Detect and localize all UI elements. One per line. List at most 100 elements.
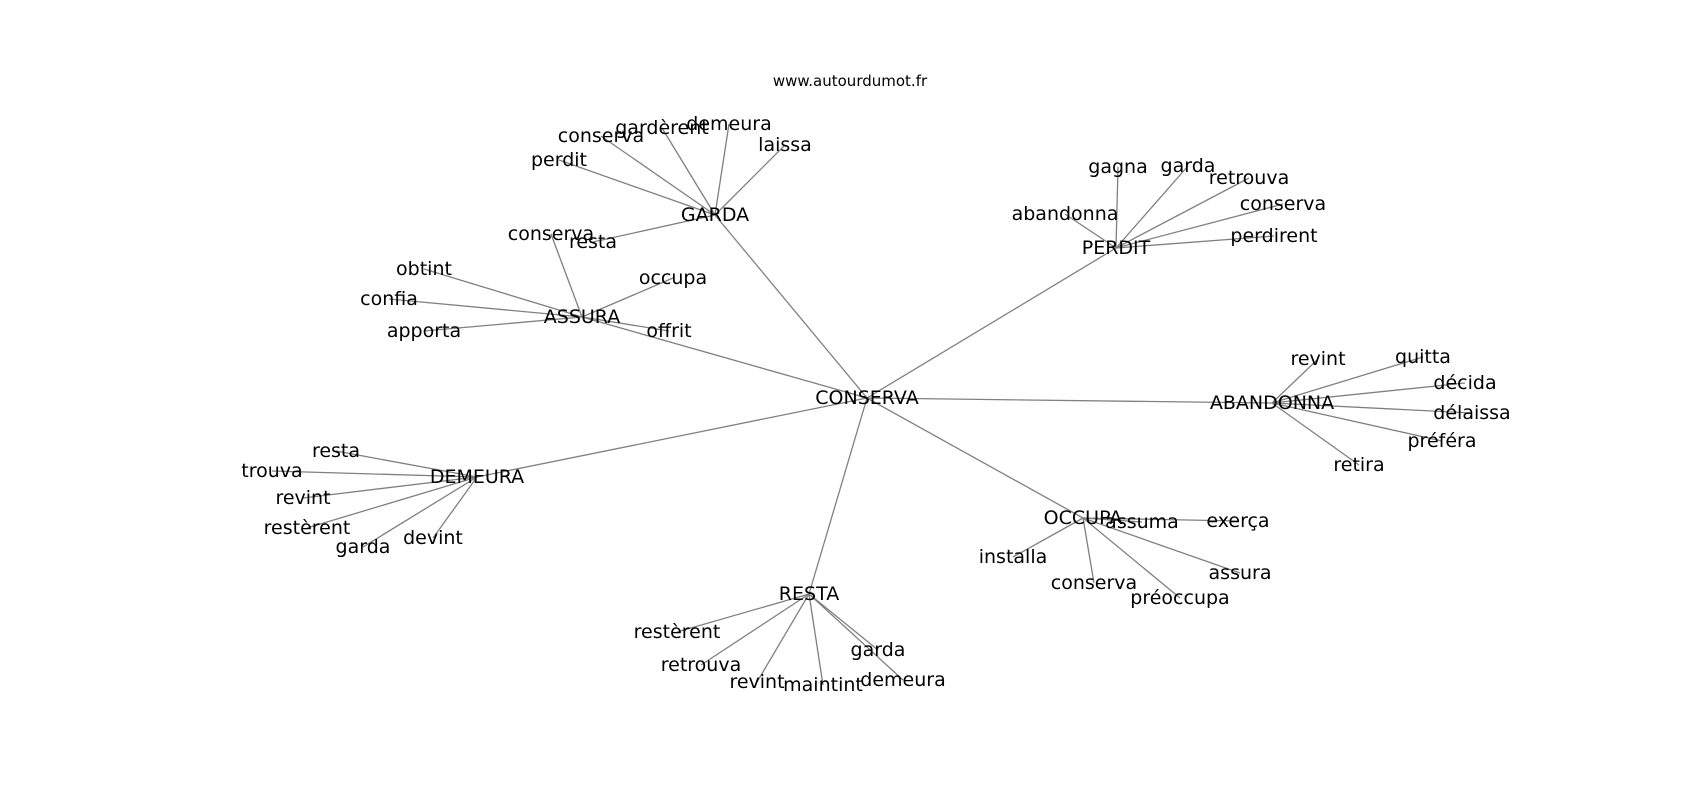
- edge-hub-leaf: [1082, 517, 1241, 574]
- edge-hub-leaf: [335, 450, 478, 478]
- edge-center-hub: [866, 397, 1084, 519]
- edge-hub-leaf: [1271, 356, 1424, 404]
- leaf-node-label: quitta: [1395, 346, 1451, 368]
- edge-hub-leaf: [388, 298, 583, 318]
- edge-hub-leaf: [1271, 382, 1466, 404]
- edge-center-hub: [866, 247, 1117, 399]
- leaf-node-label: gagna: [1088, 156, 1147, 178]
- leaf-node-label: conserva: [1051, 572, 1137, 594]
- edge-hub-leaf: [700, 593, 810, 666]
- edge-hub-leaf: [558, 159, 716, 216]
- leaf-node-label: assura: [1209, 562, 1272, 584]
- edge-hub-leaf: [1082, 517, 1239, 522]
- edge-hub-leaf: [1064, 213, 1117, 249]
- leaf-node-label: resta: [312, 440, 360, 462]
- leaf-node-label: occupa: [639, 267, 707, 289]
- edge-hub-leaf: [1271, 358, 1319, 404]
- leaf-node-label: abandonna: [1012, 203, 1119, 225]
- edge-hub-leaf: [1115, 235, 1275, 249]
- edge-hub-leaf: [714, 144, 786, 216]
- leaf-node-label: garda: [336, 536, 391, 558]
- edge-hub-leaf: [1271, 402, 1360, 466]
- leaf-node-label: laissa: [758, 134, 812, 156]
- leaf-node-label: offrit: [646, 320, 691, 342]
- edge-hub-leaf: [661, 127, 716, 216]
- leaf-node-label: préféra: [1408, 430, 1477, 452]
- leaf-node-label: préoccupa: [1130, 587, 1229, 609]
- edge-hub-leaf: [756, 593, 810, 683]
- leaf-node-label: revint: [1290, 348, 1345, 370]
- leaf-node-label: revint: [275, 487, 330, 509]
- edge-hub-leaf: [1115, 166, 1119, 249]
- leaf-node-label: trouva: [241, 460, 302, 482]
- edge-hub-leaf: [362, 476, 478, 548]
- leaf-node-label: conserva: [1240, 193, 1326, 215]
- center-node-label: CONSERVA: [815, 387, 918, 409]
- leaf-node-label: décida: [1433, 372, 1496, 394]
- hub-node-label: DEMEURA: [430, 466, 524, 488]
- leaf-node-label: exerça: [1206, 510, 1269, 532]
- edge-hub-leaf: [1082, 517, 1181, 599]
- leaf-node-label: installa: [979, 546, 1048, 568]
- edge-hub-leaf: [808, 593, 904, 681]
- leaf-node-label: confia: [360, 288, 418, 310]
- leaf-node-label: retira: [1333, 454, 1384, 476]
- edge-hub-leaf: [550, 233, 583, 318]
- hub-node-label: PERDIT: [1082, 237, 1151, 259]
- hub-node-label: RESTA: [779, 583, 839, 605]
- edges: [271, 123, 1473, 686]
- edge-hub-leaf: [600, 135, 716, 216]
- hub-node-label: GARDA: [681, 204, 749, 226]
- edge-hub-leaf: [306, 476, 478, 529]
- hub-node-label: ABANDONNA: [1210, 392, 1334, 414]
- edge-hub-leaf: [1082, 517, 1095, 584]
- edge-hub-leaf: [581, 316, 670, 332]
- leaf-node-label: garda: [851, 639, 906, 661]
- leaf-node-label: perdirent: [1230, 225, 1317, 247]
- edge-center-hub: [866, 397, 1273, 404]
- leaf-node-label: délaissa: [1433, 402, 1510, 424]
- edge-hub-leaf: [808, 593, 824, 686]
- leaf-node-label: garda: [1161, 155, 1216, 177]
- edge-hub-leaf: [714, 123, 730, 216]
- leaf-node-label: demeura: [860, 669, 945, 691]
- edge-hub-leaf: [423, 268, 583, 318]
- hub-node-label: ASSURA: [544, 306, 620, 328]
- edge-center-hub: [808, 397, 868, 595]
- leaf-node-label: demeura: [686, 113, 771, 135]
- edge-center-hub: [476, 397, 868, 478]
- edge-hub-leaf: [676, 593, 810, 633]
- edge-hub-leaf: [432, 476, 478, 539]
- hub-node-label: OCCUPA: [1044, 507, 1123, 529]
- edge-hub-leaf: [808, 593, 879, 651]
- edge-center-hub: [581, 316, 868, 399]
- leaf-node-label: restèrent: [634, 621, 721, 643]
- leaf-node-label: retrouva: [661, 654, 741, 676]
- leaf-node-label: conserva: [508, 223, 594, 245]
- leaf-node-label: apporta: [387, 320, 461, 342]
- leaf-node-label: restèrent: [264, 517, 351, 539]
- leaf-node-label: assuma: [1105, 511, 1179, 533]
- watermark: www.autourdumot.fr: [772, 72, 928, 90]
- labels: CONSERVAGARDAperditconservagardèrentdeme…: [241, 113, 1510, 696]
- leaf-node-label: perdit: [531, 149, 587, 171]
- edge-hub-leaf: [1115, 203, 1284, 249]
- edge-hub-leaf: [581, 277, 674, 318]
- leaf-node-label: devint: [403, 527, 463, 549]
- leaf-node-label: obtint: [396, 258, 452, 280]
- edge-hub-leaf: [1271, 402, 1443, 442]
- edge-hub-leaf: [1012, 517, 1084, 558]
- edge-hub-leaf: [592, 214, 716, 243]
- edge-hub-leaf: [1271, 402, 1473, 414]
- leaf-node-label: conserva: [558, 125, 644, 147]
- edge-hub-leaf: [1115, 165, 1189, 249]
- leaf-node-label: resta: [569, 231, 617, 253]
- leaf-node-label: maintint: [783, 674, 863, 696]
- edge-hub-leaf: [271, 470, 478, 478]
- leaf-node-label: gardèrent: [615, 117, 709, 139]
- leaf-node-label: revint: [729, 671, 784, 693]
- edge-hub-leaf: [423, 316, 583, 332]
- edge-hub-leaf: [302, 476, 478, 499]
- edge-hub-leaf: [1115, 177, 1250, 249]
